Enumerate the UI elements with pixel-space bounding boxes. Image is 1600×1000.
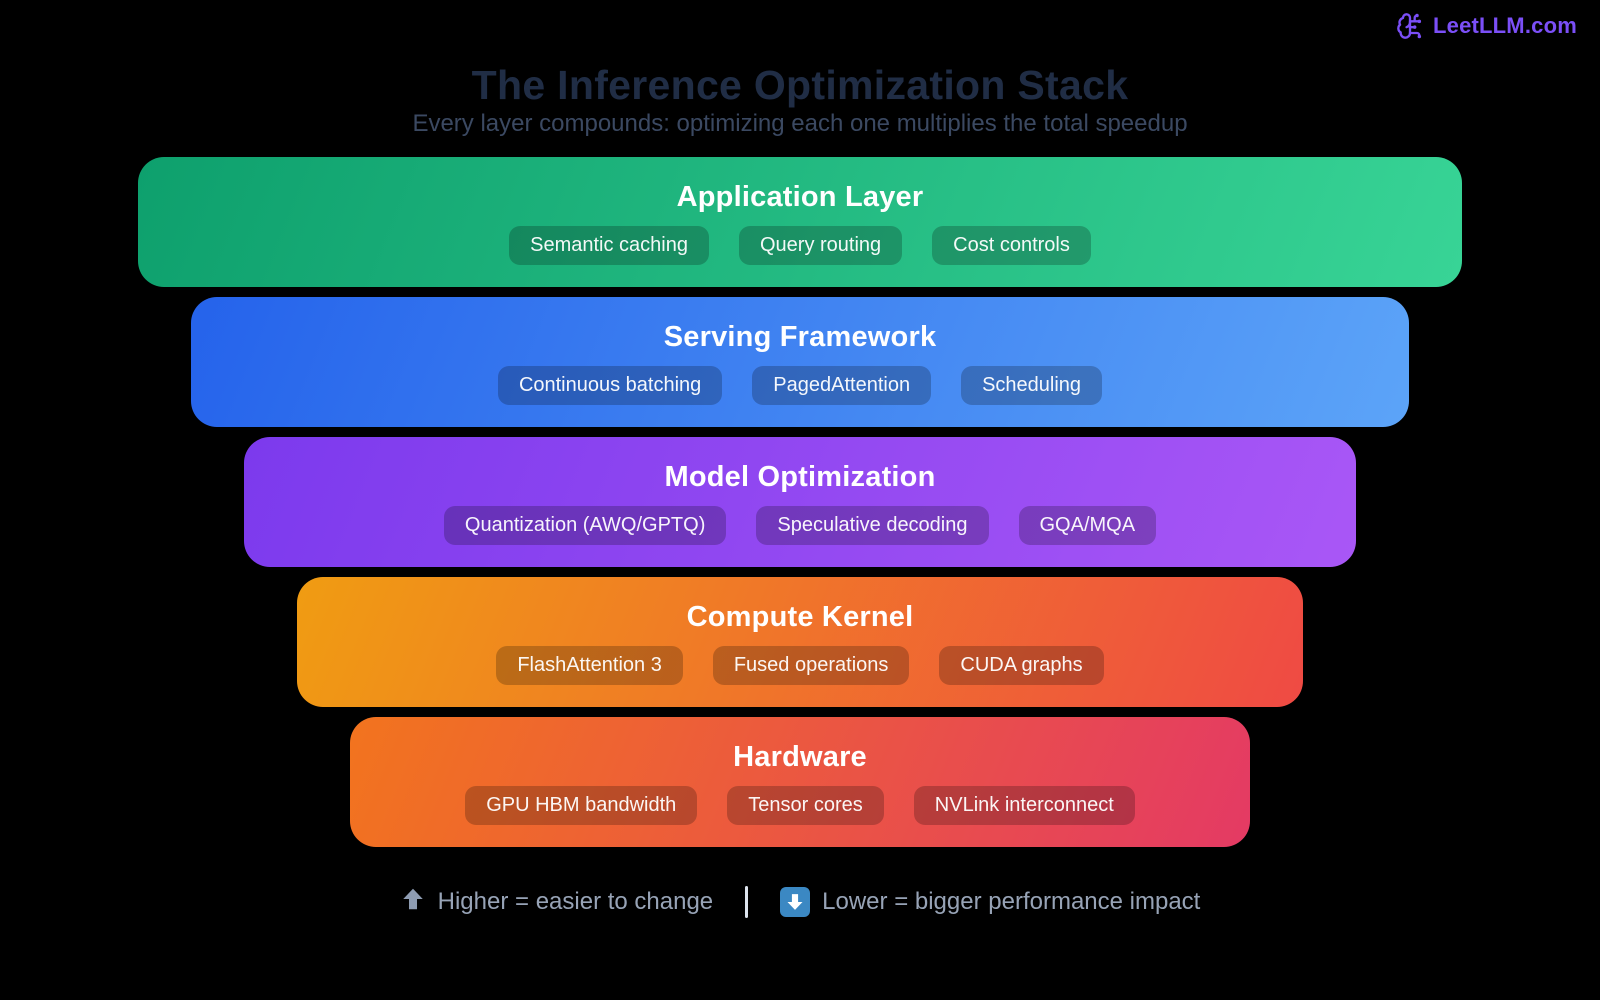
chip: Cost controls — [932, 226, 1091, 265]
chip: CUDA graphs — [939, 646, 1104, 685]
layer-title: Hardware — [733, 741, 867, 773]
layer-compute-kernel: Compute Kernel FlashAttention 3 Fused ope… — [297, 577, 1303, 707]
layer-application: Application Layer Semantic caching Query … — [138, 157, 1462, 287]
chip-row: Quantization (AWQ/GPTQ) Speculative decod… — [244, 506, 1356, 545]
chip: GPU HBM bandwidth — [465, 786, 698, 825]
chip-row: Continuous batching PagedAttention Schedul… — [191, 366, 1409, 405]
layer-hardware: Hardware GPU HBM bandwidth Tensor cores NV… — [350, 717, 1250, 847]
chip: Query routing — [738, 226, 903, 265]
chip: Scheduling — [961, 366, 1103, 405]
brain-circuit-icon — [1396, 12, 1424, 40]
layer-title: Serving Framework — [663, 321, 937, 353]
chip: NVLink interconnect — [913, 786, 1135, 825]
layer-title: Application Layer — [676, 181, 924, 213]
chip: Tensor cores — [727, 786, 884, 825]
up-arrow-icon — [400, 886, 426, 919]
chip: Continuous batching — [497, 366, 723, 405]
chip: Semantic caching — [509, 226, 709, 265]
legend: Higher = easier to change Lower = bigger… — [0, 874, 1600, 930]
layer-serving-framework: Serving Framework Continuous batching Pag… — [191, 297, 1409, 427]
layer-title: Compute Kernel — [686, 601, 914, 633]
legend-lower-label: Lower = bigger performance impact — [822, 888, 1201, 915]
chip-row: GPU HBM bandwidth Tensor cores NVLink inte… — [350, 786, 1250, 825]
down-arrow-icon — [780, 887, 811, 917]
chip: GQA/MQA — [1018, 506, 1157, 545]
brand-logo: LeetLLM.com — [1396, 12, 1577, 40]
legend-divider — [745, 886, 749, 918]
layer-model-optimization: Model Optimization Quantization (AWQ/GPT… — [244, 437, 1356, 567]
legend-lower: Lower = bigger performance impact — [780, 887, 1200, 917]
chip: Speculative decoding — [756, 506, 989, 545]
chip-row: Semantic caching Query routing Cost contro… — [138, 226, 1462, 265]
legend-higher: Higher = easier to change — [400, 886, 714, 919]
page-title: The Inference Optimization Stack — [471, 62, 1129, 108]
chip: PagedAttention — [752, 366, 932, 405]
brand-name: LeetLLM.com — [1433, 13, 1577, 38]
chip-row: FlashAttention 3 Fused operations CUDA gra… — [297, 646, 1303, 685]
chip: Quantization (AWQ/GPTQ) — [443, 506, 727, 545]
chip: FlashAttention 3 — [496, 646, 683, 685]
chip: Fused operations — [712, 646, 910, 685]
layer-title: Model Optimization — [664, 461, 936, 493]
page-subtitle: Every layer compounds: optimizing each o… — [412, 110, 1188, 137]
legend-higher-label: Higher = easier to change — [437, 888, 714, 915]
